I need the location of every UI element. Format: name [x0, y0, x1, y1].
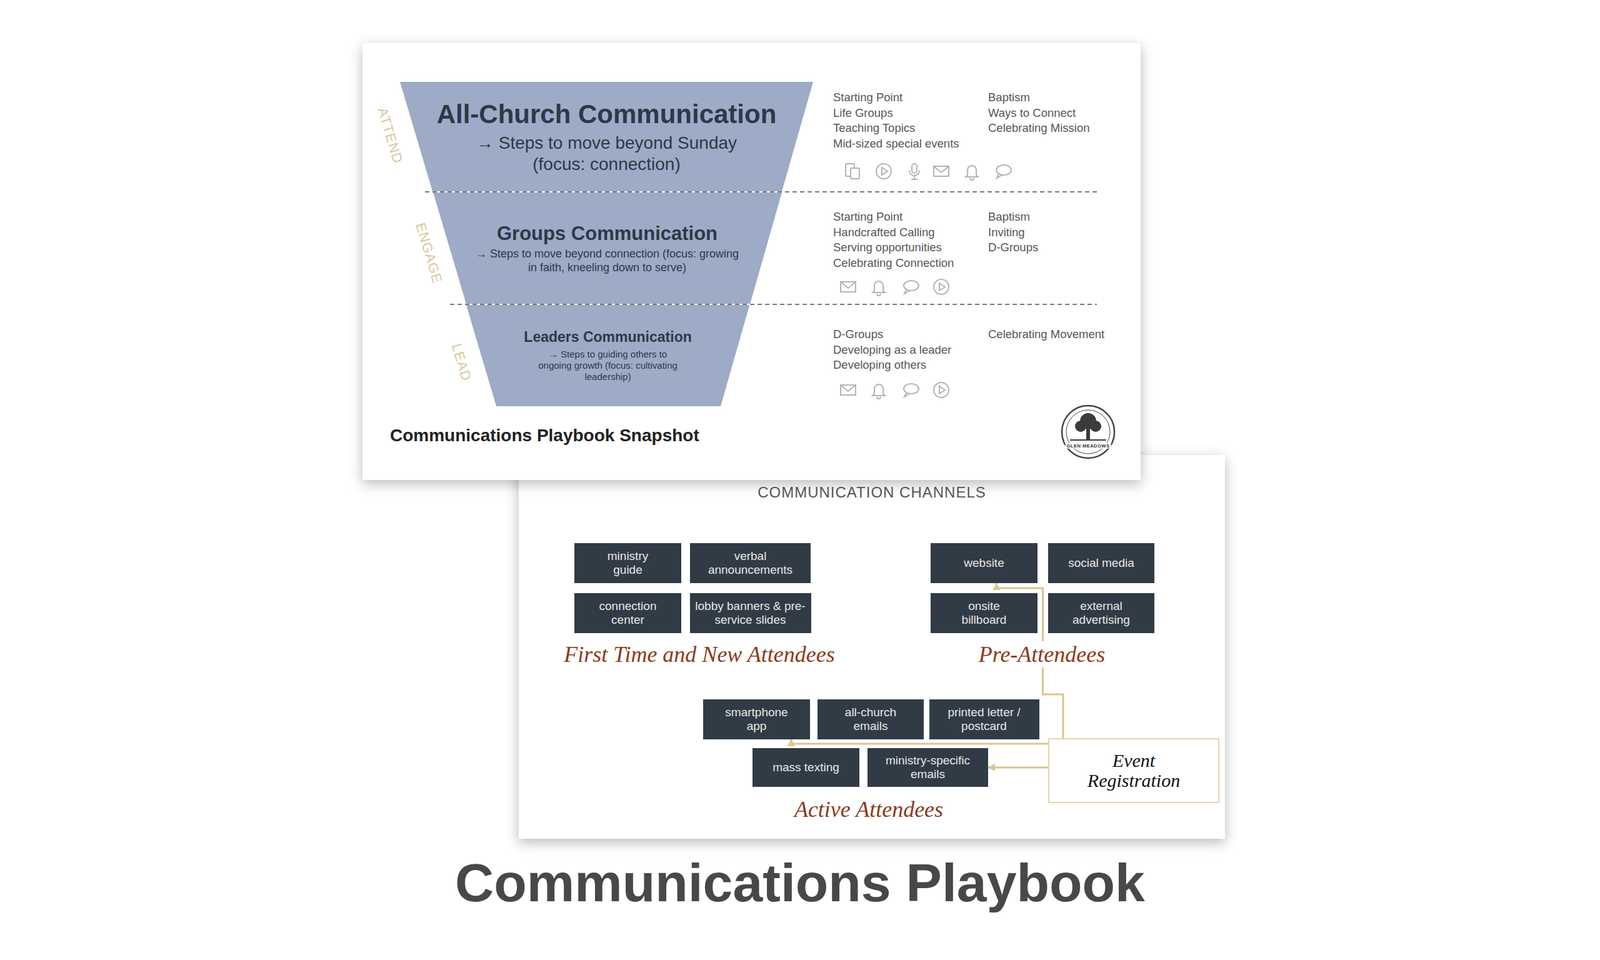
topic-item: Baptism — [988, 90, 1030, 106]
topic-item: Celebrating Connection — [833, 255, 954, 272]
channel-box: onsite billboard — [930, 593, 1038, 634]
topic-item: Mid-sized special events — [833, 136, 960, 152]
topic-item: Handcrafted Calling — [833, 225, 935, 241]
band-fill — [466, 305, 750, 407]
channel-name: mass texting — [772, 760, 840, 775]
topic-item: Celebrating Mission — [988, 120, 1090, 137]
band-title: Groups Communication — [496, 221, 718, 245]
connector-arrow — [988, 766, 1049, 769]
church-logo — [1061, 405, 1115, 459]
channel-box: all-church emails — [817, 699, 924, 740]
topic-item: Baptism — [988, 209, 1030, 225]
funnel-band: Groups Communication→ Steps to move beyo… — [433, 192, 782, 304]
topic-item: D-Groups — [988, 240, 1039, 256]
topic-item: Serving opportunities — [833, 240, 942, 256]
topic-item: Starting Point — [833, 209, 903, 225]
channel-name: ministry-specific emails — [874, 753, 982, 782]
callout-text: Event Registration — [1074, 750, 1194, 791]
channel-box: website — [930, 543, 1038, 584]
channel-name: connection center — [588, 599, 667, 627]
band-text-area: Leaders Communication→ Steps to guiding … — [485, 305, 731, 407]
audience-heading: Pre-Attendees — [975, 641, 1110, 668]
channel-box: ministry-specific emails — [867, 748, 989, 787]
band-fill — [400, 81, 814, 192]
channel-box: mass texting — [752, 748, 860, 787]
channel-name: website — [963, 556, 1004, 570]
topic-item: Developing as a leader — [833, 342, 952, 359]
channel-box: social media — [1048, 543, 1155, 584]
channel-name: ministry guide — [593, 549, 663, 577]
topic-item: Developing others — [833, 357, 927, 374]
channel-name: printed letter / postcard — [934, 705, 1035, 734]
band-subtitle: → Steps to move beyond connection (focus… — [470, 247, 745, 275]
band-subtitle: → Steps to move beyond Sunday (focus: co… — [469, 132, 745, 175]
card-title: COMMUNICATION CHANNELS — [518, 483, 1225, 502]
topic-item: Teaching Topics — [833, 120, 915, 137]
channel-box: lobby banners & pre-service slides — [690, 593, 812, 634]
band-text-area: All-Church Communication→ Steps to move … — [420, 81, 793, 192]
channel-box: connection center — [574, 593, 682, 634]
band-subtitle: → Steps to guiding others to ongoing gro… — [533, 348, 684, 383]
topic-item: Inviting — [988, 225, 1025, 241]
channel-box: external advertising — [1048, 593, 1155, 634]
funnel-band: Leaders Communication→ Steps to guiding … — [466, 305, 750, 407]
topic-item: Ways to Connect — [988, 105, 1076, 122]
channel-name: smartphone app — [717, 705, 796, 734]
card-title: Communications Playbook Snapshot — [390, 425, 700, 446]
channel-name: social media — [1068, 556, 1135, 570]
channel-box: smartphone app — [703, 699, 810, 740]
dashed-dividers — [425, 191, 1097, 305]
channel-name: lobby banners & pre-service slides — [695, 599, 807, 627]
audience-heading: Active Attendees — [790, 796, 947, 823]
channel-box: printed letter / postcard — [929, 699, 1040, 740]
caption: Communications Playbook — [0, 851, 1600, 914]
channel-name: onsite billboard — [950, 599, 1019, 627]
band-fill — [433, 192, 782, 304]
topic-item: Life Groups — [833, 105, 894, 122]
band-text-area: Groups Communication→ Steps to move beyo… — [453, 192, 762, 304]
logo-text: GLEN MEADOWS — [1065, 443, 1112, 449]
topic-item: D-Groups — [833, 326, 884, 343]
channel-name: all-church emails — [831, 705, 910, 734]
band-title: Leaders Communication — [523, 328, 692, 347]
topic-item: Starting Point — [833, 90, 903, 106]
callout-box: Event Registration — [1048, 738, 1220, 804]
audience-heading: First Time and New Attendees — [560, 641, 839, 668]
channel-name: external advertising — [1062, 599, 1141, 627]
channel-box: verbal announcements — [690, 543, 811, 584]
channel-name: verbal announcements — [698, 549, 802, 577]
topic-item: Celebrating Movement — [988, 326, 1105, 343]
funnel-band: All-Church Communication→ Steps to move … — [400, 81, 814, 192]
connector-arrow — [791, 739, 1049, 744]
channel-box: ministry guide — [574, 543, 682, 584]
band-title: All-Church Communication — [436, 98, 777, 130]
